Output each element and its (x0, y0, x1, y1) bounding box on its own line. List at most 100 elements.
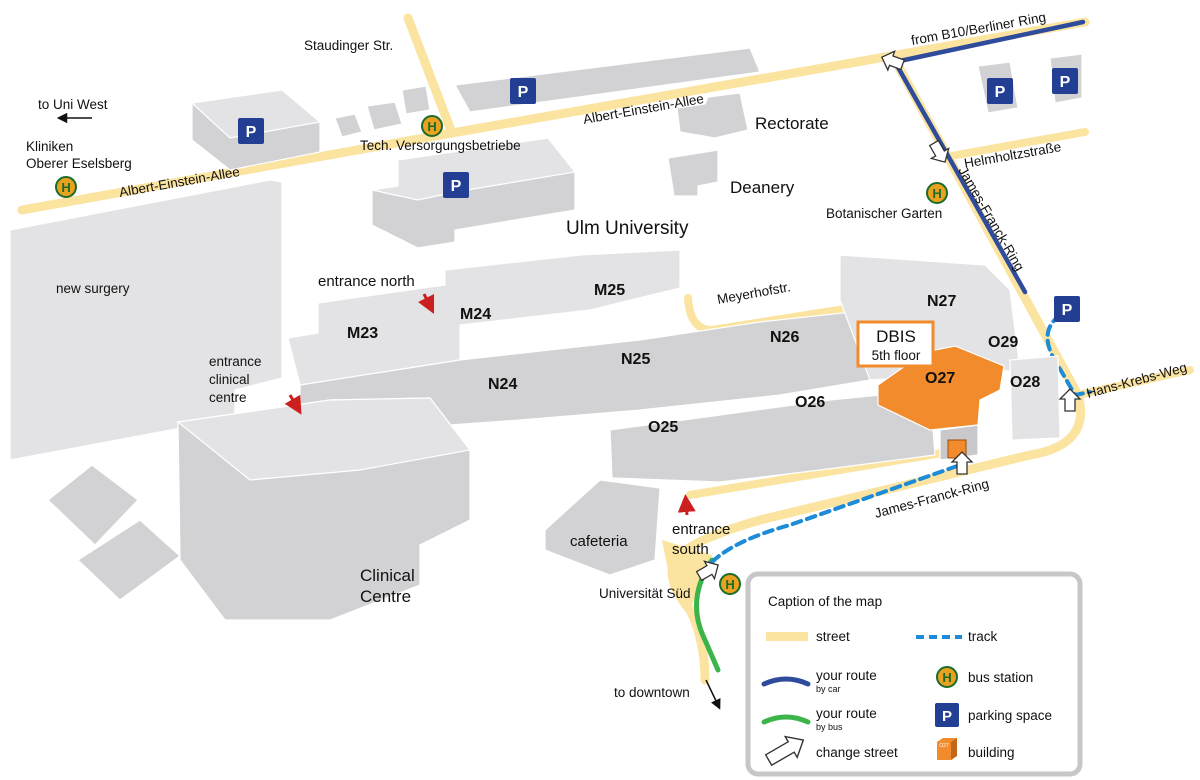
building-labels: M23 M24 M25 N24 N25 N26 N27 O25 O26 O27 … (347, 282, 1040, 436)
svg-text:O27: O27 (939, 743, 949, 749)
legend-car-route-swatch (761, 676, 811, 687)
building-label-m23: M23 (347, 325, 378, 342)
road-hans-krebs-weg (1074, 366, 1194, 399)
small-building-1 (334, 113, 363, 138)
building-label-o29: O29 (988, 334, 1018, 351)
dbis-box (856, 320, 935, 368)
label-to-downtown: to downtown (614, 685, 690, 700)
legend-bus-stop-icon: H (936, 666, 958, 688)
building-label-n24: N24 (488, 376, 517, 393)
arrow-to-downtown-icon (705, 679, 721, 710)
red-entrance-arrow-icon (417, 293, 435, 315)
small-building-3 (401, 85, 431, 115)
place-labels: Ulm University to Uni West Kliniken Ober… (26, 38, 942, 700)
entrance-arrows (284, 293, 696, 516)
building-label-m24: M24 (460, 306, 491, 323)
bus-stop-icons: H H H H (55, 115, 948, 595)
main-complex-o28 (1009, 355, 1061, 441)
road-south-plaza (662, 540, 712, 610)
arrow-change-street-icon (695, 560, 719, 582)
clinical-annex-1 (47, 464, 139, 546)
label-deanery: Deanery (730, 178, 795, 197)
bus-stop-icon: H (719, 573, 741, 595)
arrow-change-street-icon (880, 49, 906, 72)
building-label-n27: N27 (927, 293, 956, 310)
legend-change-street-label: change street (816, 745, 898, 760)
arrow-change-street-icon (950, 451, 974, 475)
buildings (9, 47, 1083, 621)
label-staudinger: Staudinger Str. (304, 38, 393, 53)
label-botanischer: Botanischer Garten (826, 206, 942, 221)
label-entrance-south-2: south (672, 541, 709, 558)
new-surgery-block (9, 179, 283, 461)
main-complex-south (609, 389, 936, 483)
svg-text:H: H (932, 186, 941, 201)
dbis-floor: 5th floor (872, 348, 921, 363)
label-to-uni-west: to Uni West (38, 97, 108, 112)
legend-bus-route-label-2: by bus (816, 722, 843, 732)
dbis-title: DBIS (876, 327, 916, 346)
street-james-franck-1: James-Franck-Ring (955, 164, 1027, 274)
street-meyerhof: Meyerhofstr. (716, 279, 792, 307)
parking-sign-icon: P (1054, 296, 1080, 322)
building-label-o26: O26 (795, 394, 825, 411)
svg-text:P: P (246, 124, 257, 141)
map-title: Ulm University (566, 218, 689, 239)
label-entrance-clinical-3: centre (209, 390, 247, 405)
label-new-surgery: new surgery (56, 281, 130, 296)
legend-bus-route-label-1: your route (816, 706, 877, 721)
legend-change-street-icon (764, 735, 805, 767)
svg-text:P: P (995, 84, 1006, 101)
svg-text:P: P (942, 708, 952, 725)
building-label-o27: O27 (925, 370, 955, 387)
svg-text:P: P (518, 84, 529, 101)
legend-parking-label: parking space (968, 708, 1052, 723)
building-label-n25: N25 (621, 351, 650, 368)
label-entrance-clinical-2: clinical (209, 372, 250, 387)
legend-building-label: building (968, 745, 1015, 760)
svg-text:P: P (1060, 74, 1071, 91)
legend-building-icon: O27 (937, 738, 957, 760)
label-entrance-clinical-1: entrance (209, 354, 262, 369)
svg-text:H: H (61, 180, 70, 195)
bus-stop-icon: H (926, 182, 948, 204)
deanery-building (667, 149, 719, 197)
map-legend: Caption of the map street track your rou… (745, 571, 1083, 777)
parking-building-west-roof (190, 89, 322, 139)
legend-car-route-label-2: by car (816, 684, 841, 694)
clinical-centre-roof (176, 397, 472, 481)
arrow-change-street-icon (1058, 388, 1082, 412)
change-street-arrows (695, 49, 1082, 582)
road-helmholtz (936, 128, 1089, 162)
label-kliniken-1: Kliniken (26, 139, 73, 154)
tech-versorgung-roof (371, 137, 577, 201)
street-hans-krebs: Hans-Krebs-Weg (1085, 360, 1189, 401)
clinical-annex-2 (77, 519, 181, 601)
svg-text:H: H (725, 577, 734, 592)
label-tech: Tech. Versorgungsbetriebe (360, 138, 521, 153)
legend-track-label: track (968, 629, 998, 644)
red-entrance-arrow-icon (284, 394, 302, 415)
parking-sign-icon: P (987, 78, 1013, 104)
legend-car-route-label-1: your route (816, 668, 877, 683)
svg-text:H: H (427, 119, 436, 134)
bus-stop-icon: H (55, 176, 77, 198)
small-building-2 (366, 101, 403, 131)
svg-text:H: H (942, 670, 951, 685)
building-label-o28: O28 (1010, 374, 1040, 391)
parking-sign-icon: P (238, 118, 264, 144)
label-clinical-centre-2: Centre (360, 587, 411, 606)
track-route-a (710, 463, 962, 564)
rectorate-building (676, 92, 749, 139)
legend-bus-route-swatch (761, 714, 811, 725)
red-entrance-arrow-icon (677, 494, 696, 516)
label-universitat-sud: Universität Süd (599, 586, 691, 601)
building-label-o25: O25 (648, 419, 678, 436)
legend-title: Caption of the map (768, 594, 882, 609)
parking-sign-icon: P (1052, 68, 1078, 94)
label-clinical-centre-1: Clinical (360, 566, 415, 585)
cafeteria-building (544, 479, 661, 576)
building-label-n26: N26 (770, 329, 799, 346)
label-cafeteria: cafeteria (570, 533, 628, 550)
parking-sign-icon: P (443, 172, 469, 198)
